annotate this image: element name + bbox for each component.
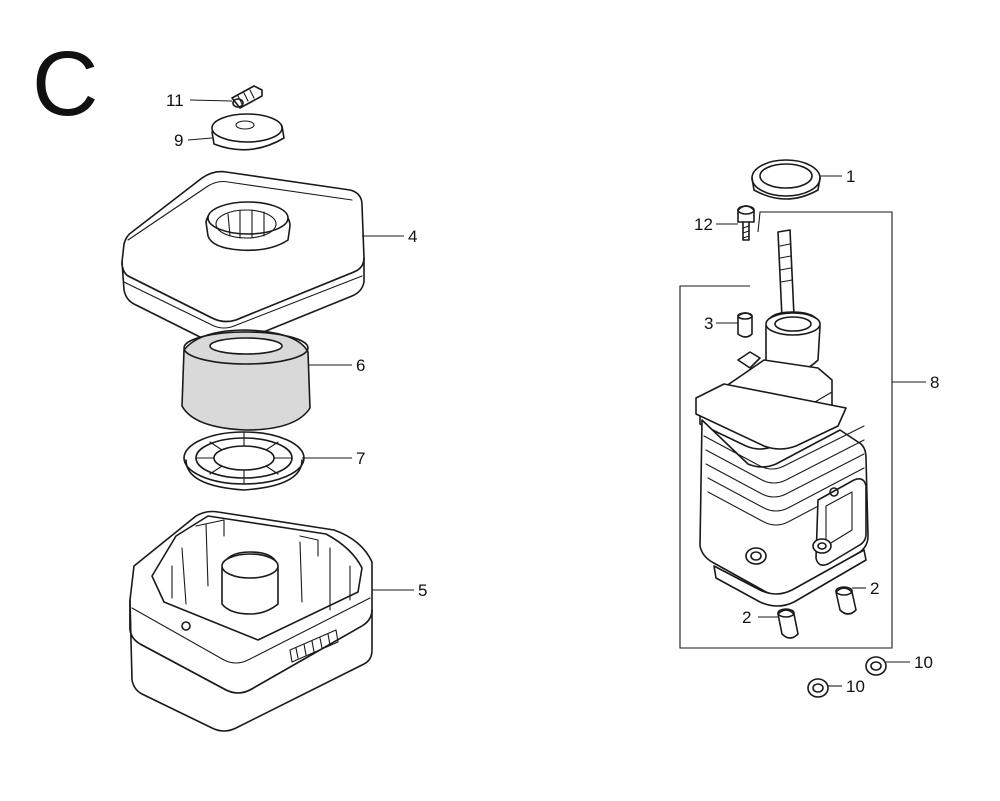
callout-11: 11: [166, 91, 184, 110]
part-6-foam-element: [181, 329, 311, 431]
callout-3: 3: [704, 314, 713, 333]
part-8-bracket: [679, 211, 893, 649]
callout-5: 5: [418, 581, 427, 600]
part-11-bolt: [231, 85, 263, 109]
part-8-oil-tank: [695, 229, 869, 607]
callout-8: 8: [930, 373, 939, 392]
leader-lines: [187, 99, 926, 687]
callout-6: 6: [356, 356, 365, 375]
part-2-dowel-left: [777, 608, 799, 639]
part-7-packing: [183, 431, 305, 491]
callout-4: 4: [408, 227, 417, 246]
callout-12: 12: [694, 215, 713, 234]
part-10-nut-right: [865, 656, 887, 676]
part-3-dowel: [737, 312, 753, 338]
part-2-dowel-right: [835, 586, 857, 615]
part-12-bolt: [737, 205, 755, 241]
section-letter: C: [32, 33, 99, 135]
callouts: 11 9 4 6 7 5 1 12 3 8 2 2 10 10: [166, 91, 939, 696]
callout-9: 9: [174, 131, 183, 150]
part-5-cleaner-case: [129, 510, 373, 732]
callout-2-right: 2: [870, 579, 879, 598]
callout-1: 1: [846, 167, 855, 186]
callout-2-left: 2: [742, 608, 751, 627]
part-10-nut-left: [807, 678, 829, 698]
part-1-seal: [751, 159, 821, 200]
callout-10-right: 10: [914, 653, 933, 672]
callout-10-left: 10: [846, 677, 865, 696]
part-9-washer: [211, 113, 285, 151]
callout-7: 7: [356, 449, 365, 468]
part-4-cleaner-cover: [121, 170, 365, 347]
